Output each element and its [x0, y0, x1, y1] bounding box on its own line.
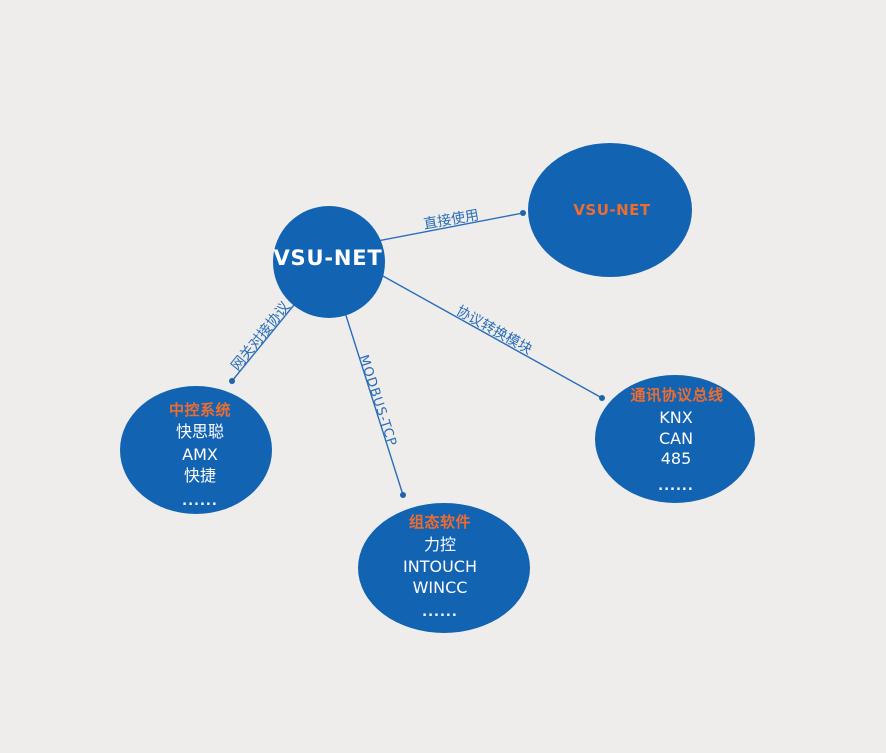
node-central-control-title: 中控系统: [169, 401, 231, 419]
node-center-circle: [273, 206, 385, 318]
node-scada-title: 组态软件: [409, 513, 471, 531]
node-central-control-ellipse: [120, 386, 272, 514]
node-center-vsu-net: VSU-NET: [273, 206, 385, 318]
edge-arrow-dot-direct-use: [520, 210, 526, 216]
node-vsu-cloud: VSU-NET: [528, 143, 692, 277]
node-central-control-item: AMX: [182, 445, 218, 464]
edge-line-direct-use: [361, 212, 524, 245]
node-vsu-cloud-ellipse: [528, 143, 692, 277]
node-central-control: 中控系统 快思聪 AMX 快捷 ......: [120, 386, 272, 514]
node-scada: 组态软件 力控 INTOUCH WINCC ......: [358, 503, 530, 633]
node-protocol-bus-more: ......: [658, 479, 694, 494]
node-protocol-bus-title: 通讯协议总线: [630, 386, 723, 404]
edge-arrow-dot-gateway-protocol: [229, 378, 235, 384]
node-central-control-more: ......: [182, 494, 218, 509]
node-vsu-cloud-title: VSU-NET: [573, 201, 651, 219]
node-scada-ellipse: [358, 503, 530, 633]
node-protocol-bus-item: KNX: [659, 408, 692, 427]
node-scada-item: WINCC: [413, 578, 468, 597]
node-scada-item: 力控: [424, 535, 456, 554]
node-center-label: VSU-NET: [274, 246, 383, 270]
edge-arrow-dot-modbus-tcp: [400, 492, 406, 498]
node-central-control-item: 快思聪: [176, 422, 224, 441]
node-protocol-bus-item: CAN: [659, 429, 693, 448]
node-protocol-bus-item: 485: [661, 449, 692, 468]
edge-line-protocol-converter: [364, 265, 603, 399]
node-protocol-bus-ellipse: [595, 375, 755, 503]
edge-arrow-dot-protocol-converter: [599, 395, 605, 401]
node-protocol-bus: 通讯协议总线 KNX CAN 485 ......: [595, 375, 755, 503]
node-central-control-item: 快捷: [184, 466, 216, 485]
node-scada-more: ......: [422, 605, 458, 620]
node-scada-item: INTOUCH: [403, 557, 477, 576]
